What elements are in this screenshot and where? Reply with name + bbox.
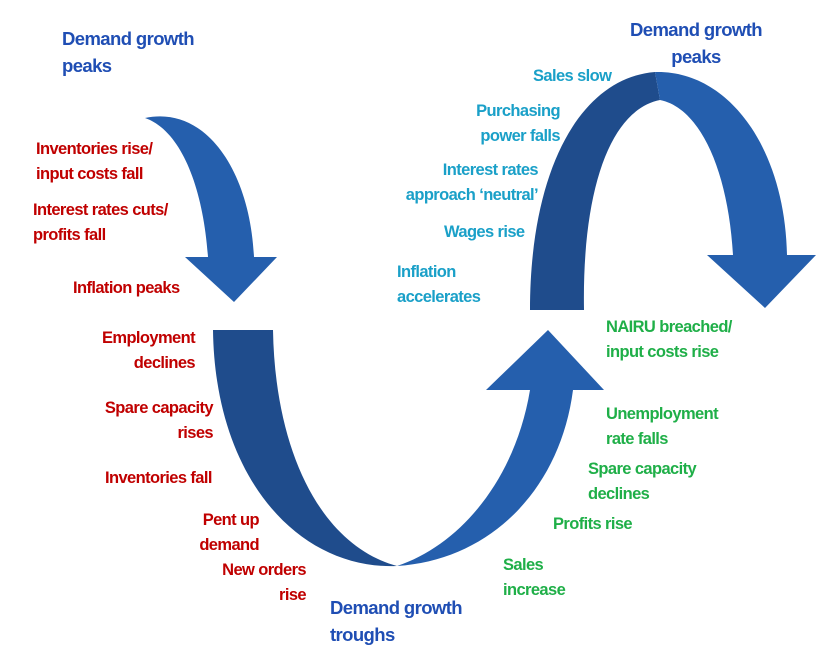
label-nairu-breached: NAIRU breached/ input costs rise	[606, 315, 732, 365]
label-line: Inflation	[397, 263, 456, 281]
label-line: declines	[588, 485, 650, 503]
arrow-arch-left	[530, 72, 660, 310]
label-line: rate falls	[606, 430, 668, 448]
label-inventories-rise: Inventories rise/ input costs fall	[36, 137, 153, 187]
header-line: Demand growth	[330, 597, 463, 618]
arrow-trough-left	[213, 330, 397, 567]
label-line: Purchasing	[476, 102, 560, 120]
label-line: input costs fall	[36, 165, 143, 183]
label-rate-cuts: Interest rates cuts/ profits fall	[33, 198, 168, 248]
label-inflation-peaks: Inflation peaks	[73, 276, 180, 301]
label-line: increase	[503, 581, 566, 599]
label-line: Inflation peaks	[73, 279, 180, 297]
label-line: Inventories rise/	[36, 140, 153, 158]
header-demand-troughs: Demand growth troughs	[330, 594, 463, 648]
label-line: Inventories fall	[105, 469, 212, 487]
label-line: Wages rise	[444, 223, 525, 241]
label-employment-declines: Employment declines	[101, 326, 196, 376]
label-line: New orders	[222, 561, 306, 579]
label-line: Interest rates	[442, 161, 539, 179]
label-line: declines	[133, 354, 196, 372]
label-line: Unemployment	[606, 405, 719, 423]
label-line: Employment	[101, 329, 196, 347]
label-wages-rise: Wages rise	[444, 220, 525, 245]
label-profits-rise: Profits rise	[553, 512, 633, 537]
label-sales-increase: Sales increase	[503, 553, 566, 603]
label-inventories-fall: Inventories fall	[105, 466, 212, 491]
label-line: Spare capacity	[104, 399, 214, 417]
label-spare-capacity-declines: Spare capacity declines	[588, 457, 697, 507]
label-line: rise	[279, 586, 307, 604]
header-demand-peaks-left: Demand growth peaks	[62, 25, 195, 79]
label-spare-capacity-rises: Spare capacity rises	[104, 396, 214, 446]
label-line: Sales slow	[533, 67, 612, 85]
label-line: rises	[177, 424, 213, 442]
header-line: troughs	[330, 624, 395, 645]
label-line: Sales	[503, 556, 544, 574]
label-line: Profits rise	[553, 515, 633, 533]
label-new-orders-rise: New orders rise	[222, 558, 306, 608]
label-line: accelerates	[397, 288, 481, 306]
label-inflation-accelerates: Inflation accelerates	[397, 260, 481, 310]
header-demand-peaks-right: Demand growth peaks	[625, 16, 767, 70]
label-purchasing-power-falls: Purchasing power falls	[476, 99, 560, 149]
arrow-peak-to-downturn	[145, 116, 277, 303]
label-line: profits fall	[33, 226, 106, 244]
header-line: Demand growth	[62, 28, 195, 49]
label-unemployment-falls: Unemployment rate falls	[606, 402, 719, 452]
header-line: Demand growth	[630, 19, 763, 40]
label-line: power falls	[480, 127, 560, 145]
arrow-trough-right	[397, 330, 604, 566]
header-line: peaks	[62, 55, 112, 76]
label-line: Interest rates cuts/	[33, 201, 168, 219]
label-pent-up-demand: Pent up demand	[199, 508, 259, 558]
label-line: Pent up	[202, 511, 260, 529]
label-line: approach ‘neutral’	[405, 186, 539, 204]
label-interest-rates-neutral: Interest rates approach ‘neutral’	[405, 158, 539, 208]
label-line: NAIRU breached/	[606, 318, 732, 336]
label-line: Spare capacity	[588, 460, 697, 478]
label-line: input costs rise	[606, 343, 719, 361]
header-line: peaks	[671, 46, 721, 67]
label-sales-slow: Sales slow	[533, 64, 612, 89]
arrow-arch-right	[655, 71, 816, 308]
label-line: demand	[199, 536, 259, 554]
